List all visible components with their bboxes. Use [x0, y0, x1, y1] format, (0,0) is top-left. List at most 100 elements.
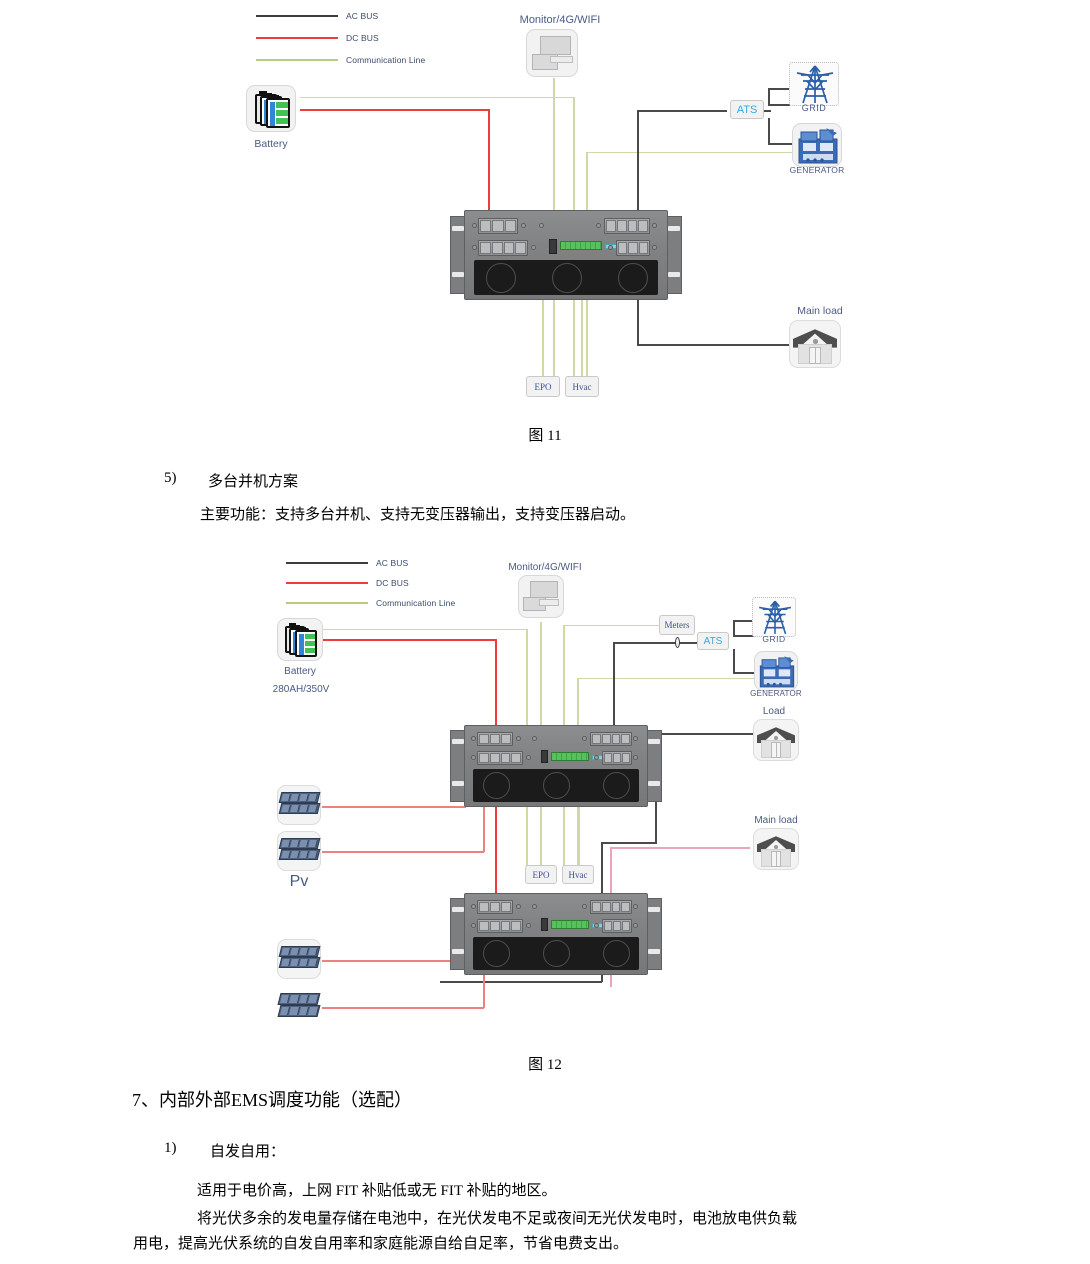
monitor-label-2: Monitor/4G/WIFI	[508, 562, 582, 573]
inverter-rack-1	[450, 210, 682, 300]
connector-dc-in	[478, 218, 518, 234]
legend-label-comm: Communication Line	[346, 55, 426, 65]
wire2-comm-battery	[322, 629, 526, 630]
wire2-pv2-h	[322, 851, 484, 853]
wire2-pv2-v	[483, 774, 485, 852]
wire2-ac-down-h	[601, 842, 657, 844]
list-1-text: 自发自用：	[210, 1144, 286, 1160]
wire2-ac-ats-gen-h	[733, 672, 755, 674]
connector-aux	[616, 240, 650, 256]
wire-comm-hvac	[581, 290, 583, 376]
figure-11-diagram: AC BUS DC BUS Communication Line	[0, 0, 1090, 410]
epo-box-2: EPO	[525, 865, 557, 884]
connector-pv-in-2b	[477, 919, 523, 933]
legend-line-comm	[256, 59, 338, 61]
connector-aux-2a	[602, 751, 632, 765]
wire2-pv3-h	[322, 960, 466, 962]
legend2-communication-line: Communication Line	[286, 598, 455, 608]
section-7-title: 7、内部外部EMS调度功能（选配）	[132, 1090, 413, 1110]
wire-dc-battery-v	[488, 109, 490, 220]
legend-label-ac: AC BUS	[346, 11, 379, 21]
house-glyph-load	[754, 720, 798, 760]
wire2-ac-ats-grid-v	[733, 620, 735, 636]
wire-ac-grid-in	[768, 88, 790, 90]
ats-box-1: ATS	[730, 100, 764, 119]
battery-label-1: Battery	[254, 138, 288, 150]
wire-ac-ats-grid-v	[768, 88, 770, 106]
list-1-number: 1)	[164, 1140, 177, 1156]
battery-glyph-2	[278, 619, 322, 660]
hvac-box-2: Hvac	[562, 865, 594, 884]
wire-ac-ats-gen-h1	[768, 118, 770, 144]
wire2-ac-grid-in	[733, 620, 755, 622]
wire-ac-ats-out	[763, 110, 771, 112]
list-5-text: 多台并机方案	[208, 474, 299, 490]
fan-vent-grille-2b	[473, 937, 639, 970]
legend2-ac-bus: AC BUS	[286, 558, 408, 568]
main-load-label-1: Main load	[797, 305, 843, 317]
legend2-line-ac	[286, 562, 368, 564]
main-load-icon-1	[789, 320, 841, 368]
list-5-description: 主要功能：支持多台并机、支持无变压器输出，支持变压器启动。	[200, 507, 636, 523]
generator-icon-2	[754, 651, 798, 691]
wire2-ac-load-h	[655, 733, 753, 735]
wire2-ac-ats-grid-h	[733, 635, 755, 637]
battery-spec-label: 280AH/350V	[272, 684, 330, 695]
main-load-icon-2	[753, 828, 799, 870]
wire-comm-battery	[300, 97, 574, 98]
wire2-ac-ats-gen-v	[733, 649, 735, 673]
grid-label-2: GRID	[762, 634, 786, 644]
generator-icon-1	[792, 123, 842, 167]
wire2-comm-hvac	[578, 800, 580, 865]
pv-label: Pv	[289, 873, 309, 890]
fan-vent-grille-2a	[473, 769, 639, 802]
legend-ac-bus: AC BUS	[256, 11, 378, 21]
wire2-comm-gen-h	[577, 678, 755, 679]
figure-12-diagram: AC BUS DC BUS Communication Line	[0, 545, 1090, 1045]
monitor-label-1: Monitor/4G/WIFI	[519, 14, 601, 26]
grid-label-1: GRID	[801, 103, 827, 113]
generator-glyph	[793, 124, 841, 166]
figure-12-caption: 图 12	[528, 1057, 562, 1073]
wire-ac-inverter-v	[637, 110, 639, 222]
pv-glyph-1	[278, 786, 320, 824]
wire-comm-epo	[542, 290, 544, 376]
hvac-box-1: Hvac	[565, 376, 599, 397]
wire2-ac-trunk-h	[613, 642, 695, 644]
figure-11-caption: 图 11	[528, 428, 562, 444]
battery-icon-1	[246, 85, 296, 132]
list-5-number: 5)	[164, 470, 177, 486]
connector-pv-in-2a	[477, 751, 523, 765]
connector-aux-2b	[602, 919, 632, 933]
fan-vent-grille	[474, 260, 658, 295]
monitor-icon-1	[526, 29, 578, 77]
generator-label-2: GENERATOR	[750, 689, 802, 698]
wire-dc-battery-h	[300, 109, 489, 111]
wire2-dc-battery-h	[322, 639, 496, 641]
connector-dc-in-2a	[477, 732, 513, 746]
connector-ac-out-2b	[590, 900, 632, 914]
wire2-ac-trunk-v	[613, 642, 615, 766]
generator-glyph-2	[755, 652, 797, 690]
paragraph-2-line-1: 将光伏多余的发电量存储在电池中，在光伏发电不足或夜间无光伏发电时，电池放电供负载	[197, 1211, 798, 1227]
grid-icon-2	[752, 597, 796, 637]
generator-label-1: GENERATOR	[789, 165, 845, 175]
load-label: Load	[762, 706, 786, 717]
connector-ac-out	[604, 218, 650, 234]
monitor-icon-2	[518, 575, 564, 618]
transmission-tower-glyph	[790, 63, 838, 105]
monitor-glyph	[527, 30, 577, 76]
pv-panel-1	[277, 785, 321, 825]
wire2-pink-mainload-h	[610, 847, 750, 849]
pv-glyph-4	[277, 987, 321, 1027]
monitor-glyph-2	[519, 576, 563, 617]
ats-box-2: ATS	[697, 632, 729, 650]
pv-panel-3	[277, 939, 321, 979]
legend2-line-dc	[286, 582, 368, 584]
wire2-pv4-h	[322, 1007, 484, 1009]
wire-ac-ats-grid-h	[768, 104, 790, 106]
meters-box: Meters	[659, 615, 695, 635]
paragraph-1: 适用于电价高，上网 FIT 补贴低或无 FIT 补贴的地区。	[197, 1183, 557, 1199]
load-icon	[753, 719, 799, 761]
